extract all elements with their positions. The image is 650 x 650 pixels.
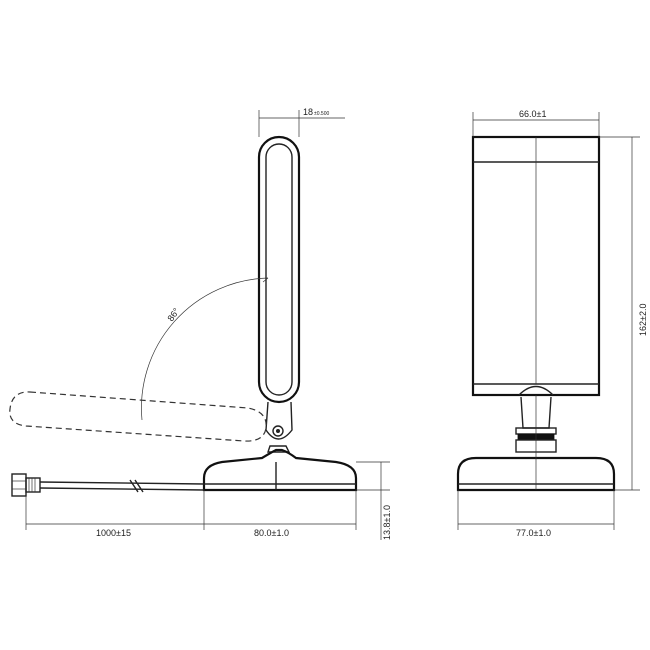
cable-length-label: 1000±15 [96,528,131,538]
bottom-dimensions-side: 1000±15 80.0±1.0 13.8±1.0 [25,461,392,540]
antenna-blade-upright [257,135,301,404]
cable-assembly [11,473,205,497]
base-length-label: 80.0±1.0 [254,528,289,538]
thickness-dimension: 18 ±0.500 [258,107,345,137]
magnetic-base-side [202,448,358,492]
antenna-blade-folded-dashed [9,391,267,442]
front-view: 66.0±1 162±2.0 77.0±1.0 [456,109,648,538]
height-label: 162±2.0 [638,304,648,336]
antenna-panel-front [471,135,601,397]
base-width-dimension: 77.0±1.0 [457,490,615,538]
width-top-dimension: 66.0±1 [472,109,600,137]
base-height-label: 13.8±1.0 [382,505,392,540]
thickness-tolerance: ±0.500 [314,111,329,117]
width-top-label: 66.0±1 [519,109,546,119]
thickness-label: 18 [303,107,313,117]
height-dimension: 162±2.0 [599,136,648,491]
magnetic-base-front [456,452,616,492]
angle-label: 86° [165,306,181,323]
base-width-label: 77.0±1.0 [516,528,551,538]
side-view: 86° 18 ±0.500 [9,107,392,540]
hinge-neck-front [515,385,557,453]
hinge-joint [265,401,293,453]
angle-dimension: 86° [141,277,269,421]
